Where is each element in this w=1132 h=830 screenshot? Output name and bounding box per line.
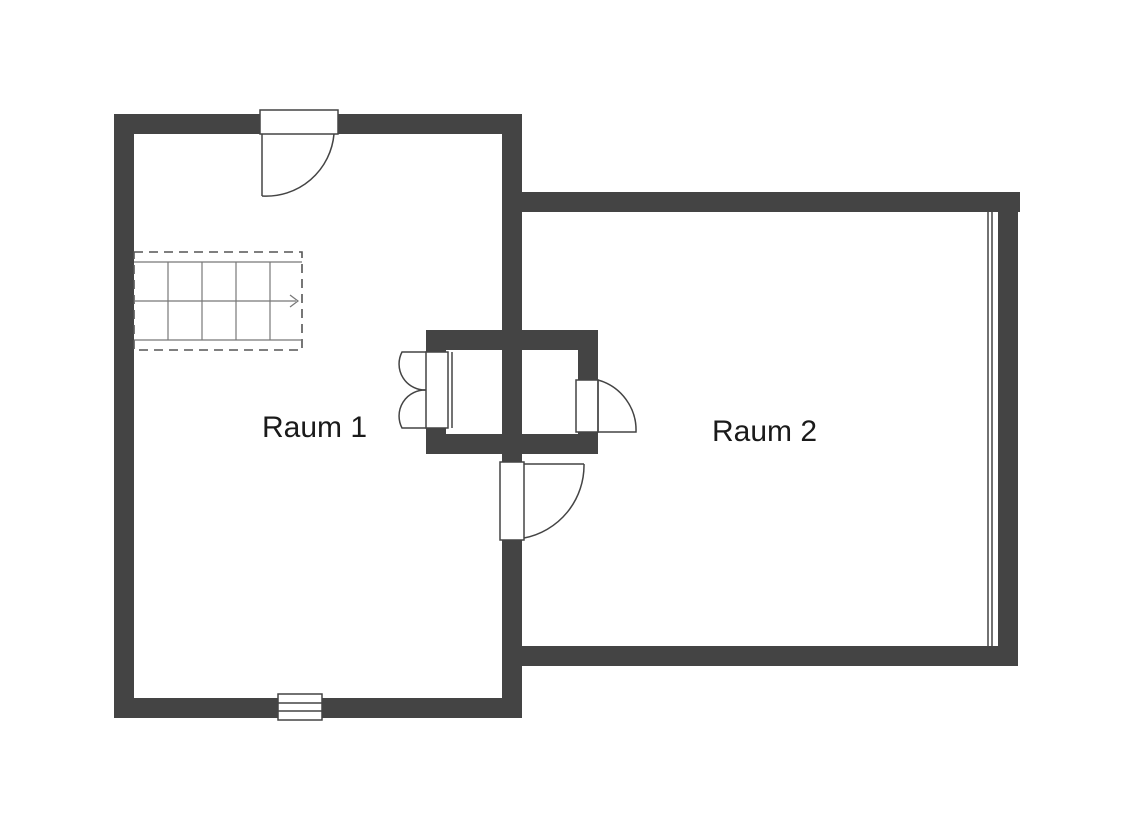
top-door-frame <box>259 109 339 135</box>
right-closet-door-frame <box>575 379 599 433</box>
left-closet-door-arc-bottom <box>398 389 427 429</box>
closet-block <box>426 330 598 454</box>
top-door-swing-arc <box>261 133 335 197</box>
raum-1-left-wall <box>114 114 134 718</box>
raum-2-walls <box>502 192 1020 666</box>
closet-right-wall-bottom <box>578 432 598 454</box>
stair-direction-arrow-icon <box>289 294 299 308</box>
bottom-window <box>277 693 323 721</box>
top-door <box>259 109 339 197</box>
raum-2-bottom-wall <box>502 646 1018 666</box>
right-closet-door <box>575 379 637 433</box>
connecting-door <box>499 461 585 541</box>
closet-right-wall-top <box>578 330 598 380</box>
connecting-door-swing-arc <box>523 463 585 539</box>
raum-2-top-wall <box>502 192 1020 212</box>
raum-1-right-wall-lower <box>502 540 522 718</box>
raum-1-bottom-wall-left <box>114 698 278 718</box>
left-closet-door-frame <box>425 351 449 429</box>
left-closet-door-arc-top <box>398 351 427 391</box>
left-closet-door <box>398 351 453 429</box>
raum-2-right-wall <box>998 192 1018 664</box>
connecting-door-frame <box>499 461 525 541</box>
raum-2-label: Raum 2 <box>712 415 817 448</box>
staircase <box>133 251 303 351</box>
right-closet-door-swing-arc <box>597 379 637 433</box>
raum-1-bottom-wall-right <box>322 698 522 718</box>
closet-divider-wall <box>502 330 522 454</box>
closet-left-wall-bottom <box>426 428 446 454</box>
raum-1-label: Raum 1 <box>262 411 367 444</box>
bottom-window-frame <box>277 693 323 721</box>
raum-1-top-wall-left <box>114 114 260 134</box>
raum-1-top-wall-right <box>338 114 522 134</box>
closet-left-wall-top <box>426 330 446 352</box>
